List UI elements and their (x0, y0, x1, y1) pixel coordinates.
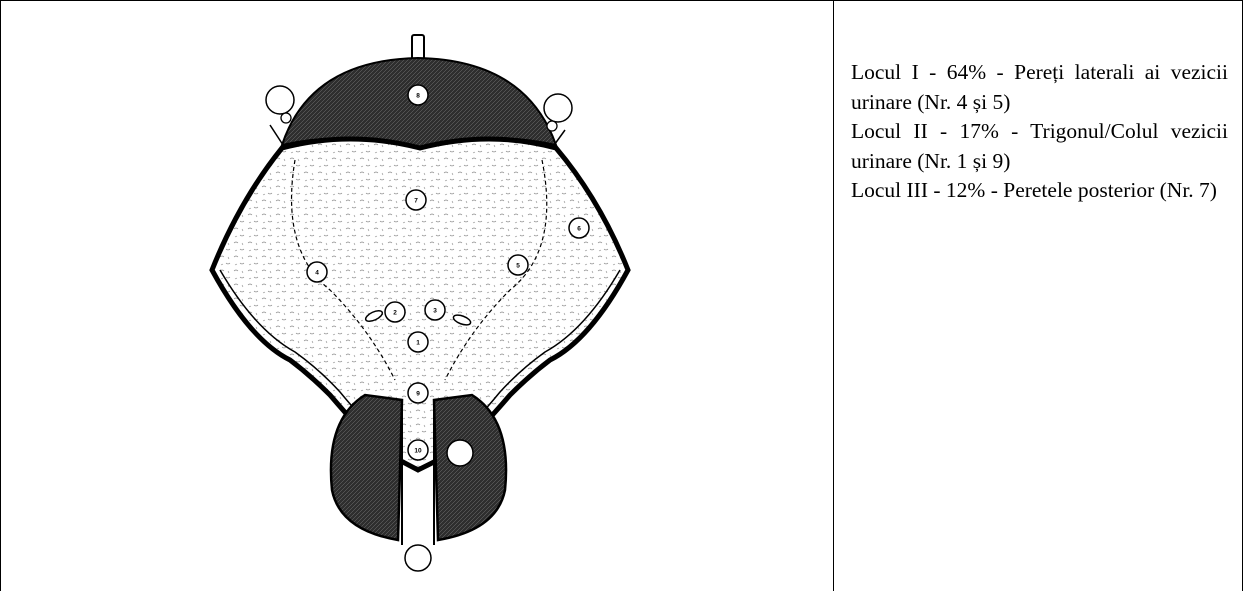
prostate-left-lobe (331, 395, 402, 540)
urethra-outlet (405, 545, 431, 571)
marker-5: 5 (508, 255, 528, 275)
svg-text:7: 7 (414, 198, 418, 205)
prostate-right-lobe (434, 395, 506, 540)
bladder-diagram: 1 2 3 4 5 6 7 8 9 10 (190, 30, 650, 575)
legend-text: Locul I - 64% - Pereți laterali ai vezic… (851, 58, 1228, 206)
svg-text:1: 1 (416, 340, 420, 347)
svg-text:6: 6 (577, 226, 581, 233)
prostate-nodule (447, 440, 473, 466)
marker-7: 7 (406, 190, 426, 210)
svg-text:9: 9 (416, 391, 420, 398)
legend-line-2: Locul II - 17% - Trigonul/Colul vezicii … (851, 117, 1228, 176)
marker-8: 8 (408, 85, 428, 105)
svg-text:2: 2 (393, 310, 397, 317)
marker-9: 9 (408, 383, 428, 403)
svg-text:3: 3 (433, 308, 437, 315)
legend-line-1: Locul I - 64% - Pereți laterali ai vezic… (851, 58, 1228, 117)
bladder-body (212, 139, 628, 470)
legend-line-3: Locul III - 12% - Peretele posterior (Nr… (851, 176, 1228, 206)
cell-divider (833, 0, 834, 591)
svg-text:4: 4 (315, 270, 319, 277)
marker-10: 10 (408, 440, 428, 460)
marker-4: 4 (307, 262, 327, 282)
svg-text:8: 8 (416, 93, 420, 100)
marker-1: 1 (408, 332, 428, 352)
svg-text:10: 10 (414, 448, 422, 455)
marker-6: 6 (569, 218, 589, 238)
marker-2: 2 (385, 302, 405, 322)
svg-text:5: 5 (516, 263, 520, 270)
diagram-cell: 1 2 3 4 5 6 7 8 9 10 (0, 0, 833, 591)
marker-3: 3 (425, 300, 445, 320)
